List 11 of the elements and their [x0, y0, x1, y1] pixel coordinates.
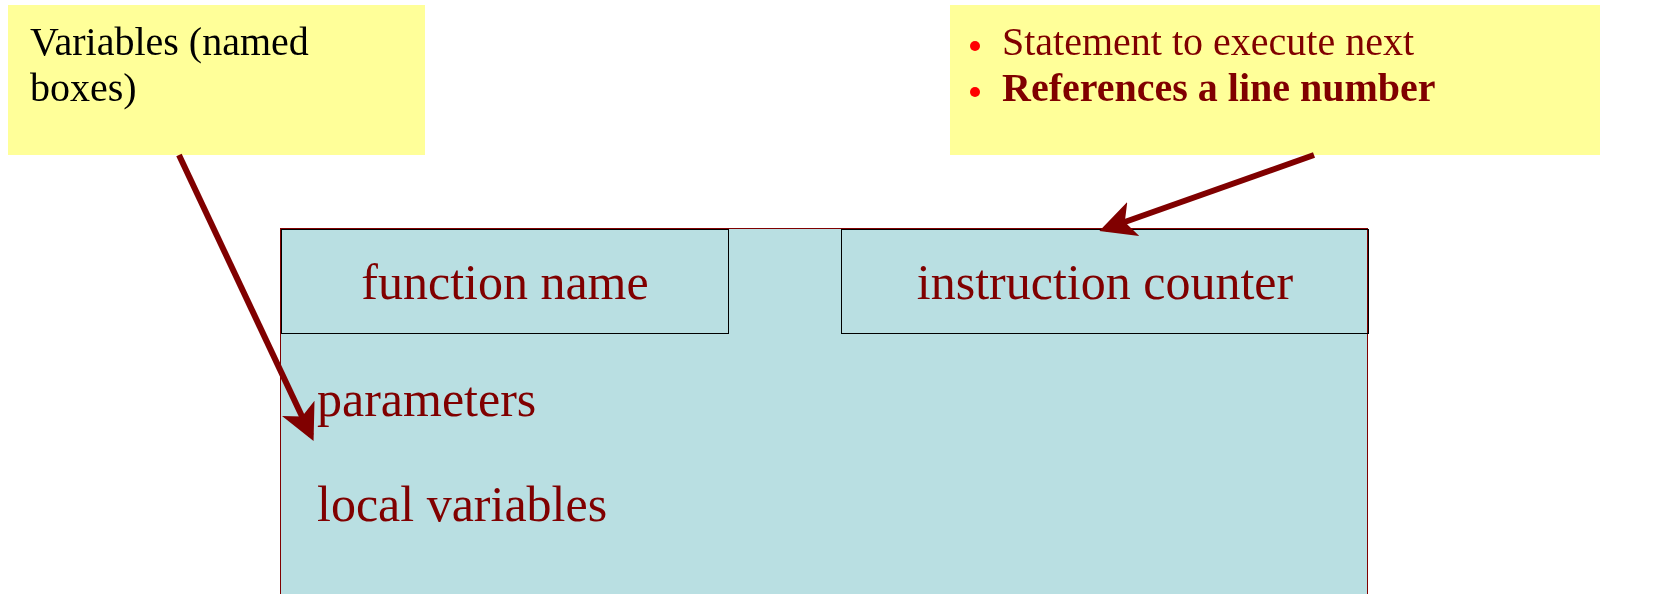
call-frame-box	[280, 228, 1368, 594]
header-box: instruction counter	[841, 229, 1369, 334]
list-item-text: Statement to execute next	[1002, 19, 1415, 64]
callout-box	[950, 5, 1600, 155]
frame-text: local variables	[317, 475, 608, 534]
arrow	[176, 153, 315, 441]
list-item-text: References a line number	[1002, 65, 1436, 110]
callout-box: Variables (named boxes)	[8, 5, 425, 155]
frame-text: parameters	[311, 369, 631, 439]
arrow	[1099, 152, 1315, 236]
header-box: function name	[281, 229, 729, 334]
